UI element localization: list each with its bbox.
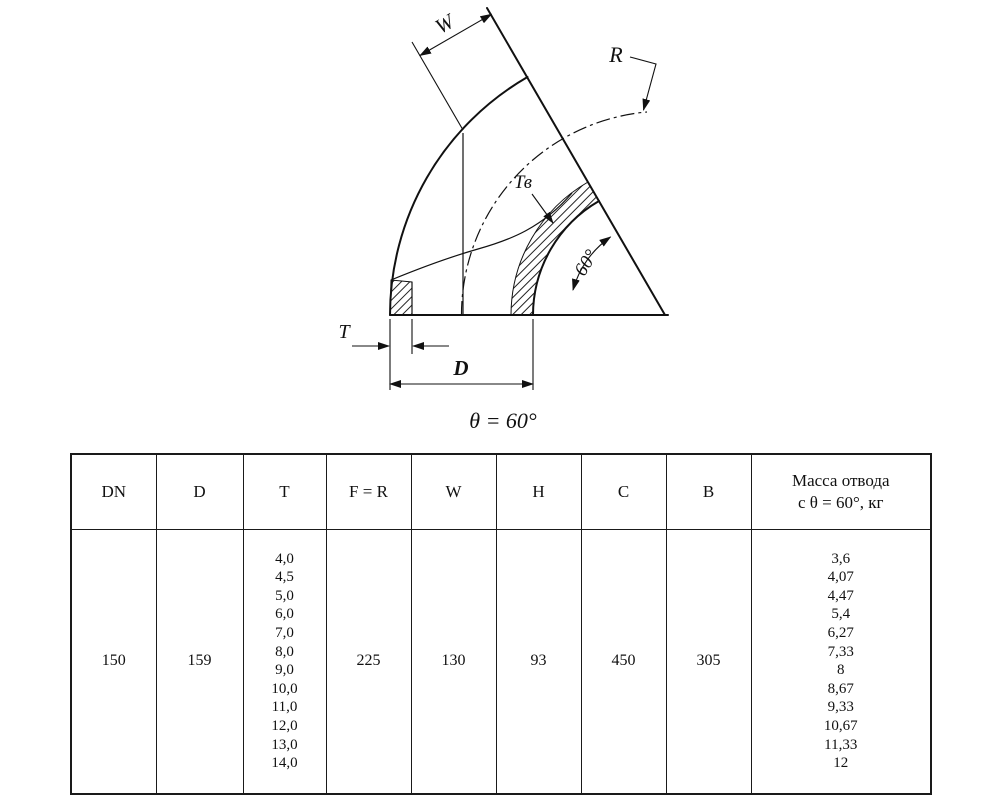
cell-h: 93	[495, 528, 582, 795]
header-t: T	[242, 453, 327, 530]
r-label: R	[608, 42, 623, 67]
section-hatch	[389, 181, 600, 316]
header-mass: Масса отвода с θ = 60°, кг	[750, 453, 932, 530]
elbow-technical-drawing: W R Тв 60° T D	[338, 7, 669, 433]
t-label: T	[338, 321, 351, 343]
cell-f-r: 225	[325, 528, 412, 795]
cell-w: 130	[410, 528, 497, 795]
centerline-arc	[460, 111, 648, 316]
cell-dn: 150	[70, 528, 157, 795]
upper-face-ray	[486, 7, 666, 316]
cell-t-values: 4,0 4,5 5,0 6,0 7,0 8,0 9,0 10,0 11,0 12…	[242, 528, 327, 795]
dimension-tv: Тв	[514, 172, 554, 224]
throat-arc	[532, 200, 600, 316]
w-extension-line	[411, 41, 464, 131]
dimension-t: T	[338, 319, 449, 390]
dimension-angle: 60°	[570, 236, 612, 291]
angle-arc	[572, 236, 612, 291]
header-d: D	[155, 453, 244, 530]
angle-label: 60°	[570, 246, 602, 280]
w-dimension-line	[419, 13, 493, 56]
outer-arc	[389, 76, 529, 316]
tv-label: Тв	[514, 172, 532, 193]
d-label: D	[452, 356, 468, 380]
header-b: B	[665, 453, 752, 530]
cell-b: 305	[665, 528, 752, 795]
cell-c: 450	[580, 528, 667, 795]
left-wall-section	[389, 279, 413, 316]
cell-d: 159	[155, 528, 244, 795]
w-label: W	[431, 8, 460, 39]
r-leader-line	[629, 56, 657, 111]
header-dn: DN	[70, 453, 157, 530]
dimension-r: R	[608, 42, 657, 111]
dimension-d: D	[389, 319, 534, 390]
cell-mass-values: 3,6 4,07 4,47 5,4 6,27 7,33 8 8,67 9,33 …	[750, 528, 932, 795]
dimensions-table: DN D T F = R W H C B Масса отвода с θ = …	[70, 453, 932, 795]
drawing-caption: θ = 60°	[469, 408, 537, 433]
table-header-row: DN D T F = R W H C B Масса отвода с θ = …	[70, 453, 932, 530]
header-c: C	[580, 453, 667, 530]
table-row: 150 159 4,0 4,5 5,0 6,0 7,0 8,0 9,0 10,0…	[70, 528, 932, 795]
header-f-r: F = R	[325, 453, 412, 530]
tv-leader-line	[531, 193, 554, 224]
header-w: W	[410, 453, 497, 530]
header-h: H	[495, 453, 582, 530]
